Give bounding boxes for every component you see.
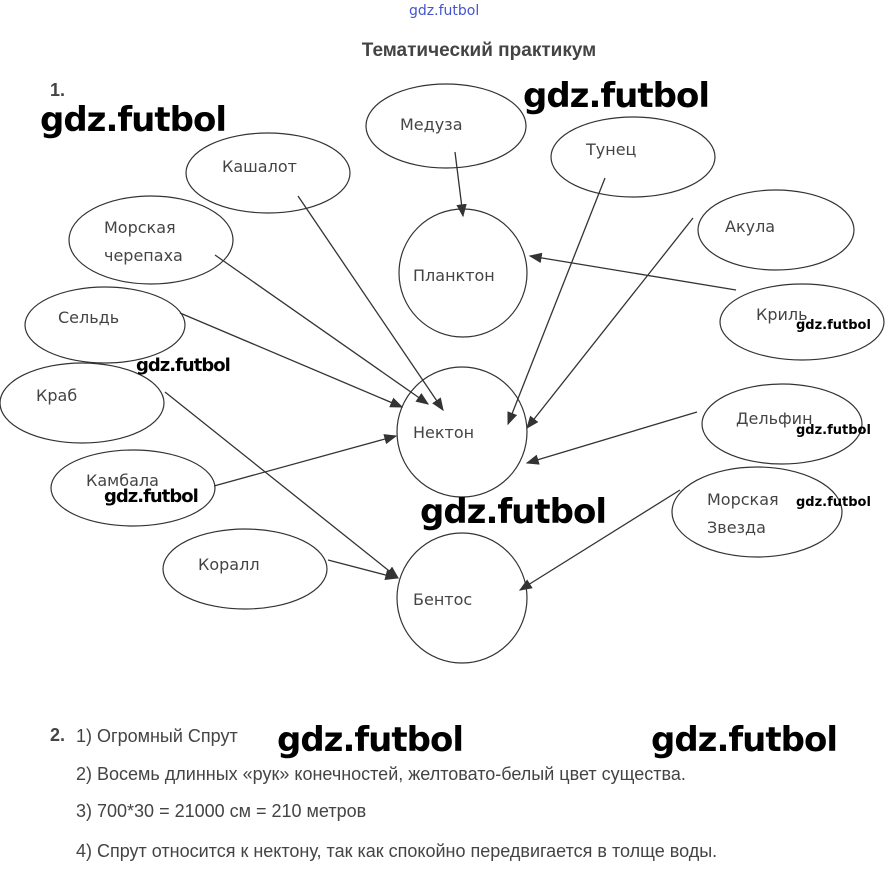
node-kambala bbox=[50, 449, 216, 527]
node-bentos bbox=[396, 532, 528, 664]
label-akula: Акула bbox=[725, 217, 775, 236]
node-nekton bbox=[396, 366, 528, 498]
label-plankton: Планктон bbox=[413, 266, 495, 285]
answer-1: 1) Огромный Спрут bbox=[76, 726, 238, 746]
label-kashalot: Кашалот bbox=[222, 157, 297, 176]
node-delfin bbox=[701, 383, 863, 465]
node-krab bbox=[0, 362, 165, 444]
task2-number: 2. bbox=[50, 725, 66, 745]
arrow bbox=[528, 252, 737, 291]
node-starfish bbox=[671, 466, 843, 558]
node-seld bbox=[24, 286, 186, 364]
label-meduza: Медуза bbox=[400, 115, 463, 134]
label-turtle-2: черепаха bbox=[104, 246, 183, 265]
label-starfish-2: Звезда bbox=[707, 518, 766, 537]
page-title: Тематический практикум bbox=[361, 40, 597, 61]
arrow bbox=[525, 411, 698, 465]
label-kambala: Камбала bbox=[86, 471, 159, 490]
label-tunets: Тунец bbox=[585, 140, 637, 159]
arrow bbox=[213, 434, 398, 487]
answer-4: 4) Спрут относится к нектону, так как сп… bbox=[76, 841, 718, 861]
watermark: gdz.futbol bbox=[796, 318, 871, 333]
label-turtle-1: Морская bbox=[104, 218, 176, 237]
watermark: gdz.futbol bbox=[420, 492, 607, 532]
label-nekton: Нектон bbox=[413, 423, 474, 442]
label-bentos: Бентос bbox=[413, 590, 472, 609]
node-akula bbox=[697, 189, 855, 271]
arrow bbox=[327, 559, 399, 581]
arrow bbox=[164, 391, 400, 579]
task1-number: 1. bbox=[50, 80, 66, 100]
watermark: gdz.futbol bbox=[104, 486, 199, 507]
answer-2: 2) Восемь длинных «рук» конечностей, жел… bbox=[76, 764, 686, 784]
node-tunets bbox=[550, 116, 716, 198]
watermark: gdz.futbol bbox=[651, 720, 838, 760]
label-delfin: Дельфин bbox=[736, 409, 813, 428]
arrow bbox=[518, 489, 681, 591]
answer-3: 3) 700*30 = 21000 см = 210 метров bbox=[76, 801, 367, 821]
label-seld: Сельдь bbox=[58, 308, 119, 327]
watermark: gdz.futbol bbox=[40, 100, 227, 140]
watermark: gdz.futbol bbox=[796, 423, 871, 438]
label-korall: Коралл bbox=[198, 555, 260, 574]
watermark: gdz.futbol bbox=[277, 720, 464, 760]
node-turtle bbox=[68, 195, 234, 285]
arrow bbox=[526, 217, 694, 430]
arrow bbox=[214, 254, 430, 405]
label-starfish-1: Морская bbox=[707, 490, 779, 509]
classification-diagram: Медуза Тунец Кашалот Морская черепаха Ак… bbox=[0, 83, 885, 664]
node-meduza bbox=[365, 83, 527, 169]
node-kril bbox=[719, 283, 885, 361]
node-kashalot bbox=[185, 132, 351, 214]
watermark-top: gdz.futbol bbox=[409, 3, 480, 19]
arrow bbox=[507, 177, 606, 426]
arrow bbox=[179, 312, 404, 408]
label-kril: Криль bbox=[756, 305, 808, 324]
watermark: gdz.futbol bbox=[523, 76, 710, 116]
node-korall bbox=[162, 528, 328, 610]
arrow bbox=[454, 151, 467, 218]
watermark: gdz.futbol bbox=[796, 495, 871, 510]
arrow bbox=[297, 195, 444, 412]
watermark: gdz.futbol bbox=[136, 355, 231, 376]
label-krab: Краб bbox=[36, 386, 77, 405]
